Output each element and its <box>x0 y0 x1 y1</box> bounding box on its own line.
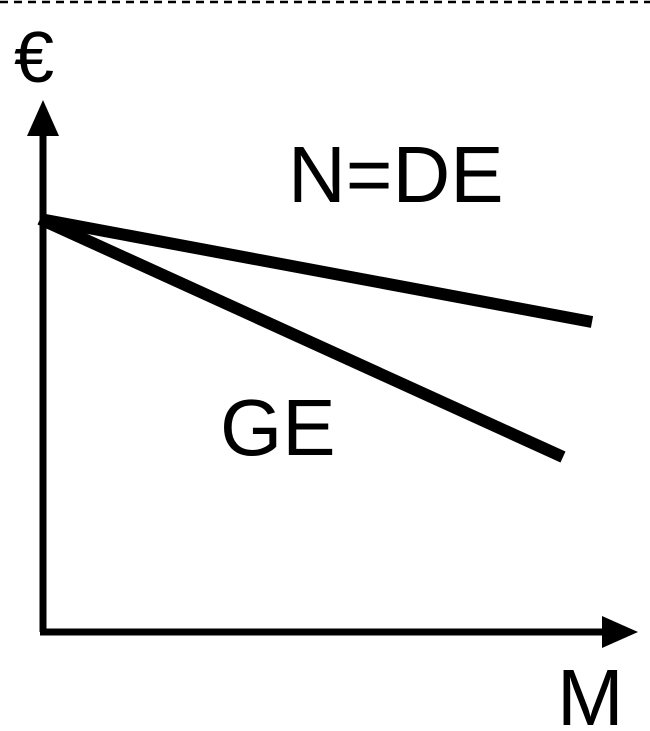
x-axis-arrowhead <box>602 616 638 648</box>
line-ge <box>37 213 566 463</box>
line-label-n-de: N=DE <box>288 130 504 219</box>
y-axis-label: € <box>14 18 54 98</box>
line-n-de <box>38 213 594 328</box>
line-label-ge: GE <box>220 383 336 472</box>
y-axis-arrowhead <box>27 100 59 136</box>
x-axis-label: M <box>557 653 624 731</box>
